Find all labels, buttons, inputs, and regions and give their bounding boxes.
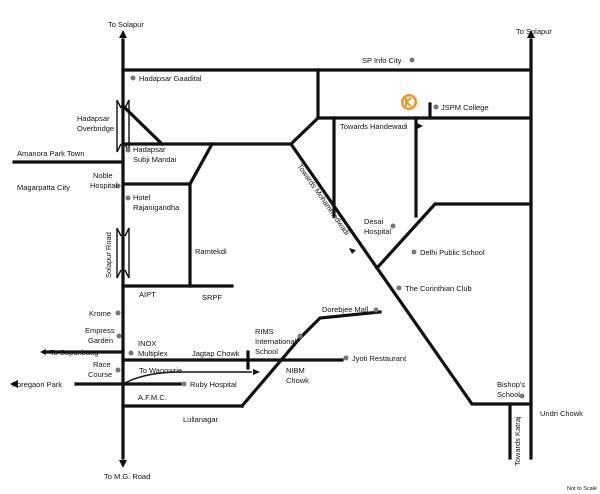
- rims-dot-icon: [297, 333, 303, 339]
- label-towards-katraj: Towards Katraj: [513, 416, 522, 466]
- dorebjee-mall-dot-icon: [373, 307, 379, 313]
- subji-mandai-dot-icon: [125, 147, 131, 153]
- label-ruby-hospital: Ruby Hospital: [190, 380, 237, 389]
- label-to-mg-road: To M.G. Road: [104, 472, 150, 481]
- arrow-right-wanowrie-icon: [253, 369, 260, 375]
- label-the-corinthian-club: The Corinthian Club: [405, 284, 472, 293]
- sp-info-city-dot-icon: [409, 57, 415, 63]
- label-ramtekdi: Ramtekdi: [195, 247, 227, 256]
- label-hadapsar-gaadital: Hadapsar Gaadital: [139, 74, 202, 83]
- label-hotel-rajanigandha-2: Rajanigandha: [133, 203, 180, 212]
- label-noble-hospital-1: Noble: [93, 171, 113, 180]
- ruby-hospital-dot-icon: [181, 381, 187, 387]
- nibm-diagonal: [239, 310, 382, 409]
- label-to-solapur-right: To Solapur: [516, 27, 552, 36]
- label-srpf: SRPF: [202, 293, 222, 302]
- jyoti-restaurant-dot-icon: [343, 355, 349, 361]
- label-amanora-park-town: Amanora Park Town: [17, 149, 84, 158]
- noble-hospital-dot-icon: [115, 183, 121, 189]
- label-nibm-chowk-1: NIBM: [286, 366, 305, 375]
- empress-garden-dot-icon: [116, 333, 122, 339]
- label-dorebjee-mall: Dorebjee Mall: [322, 305, 369, 314]
- label-towards-handewadi: Towards Handewadi: [340, 122, 408, 131]
- label-hadapsar-overbridge-1: Hadapsar: [77, 114, 110, 123]
- jspm-college-dot-icon: [433, 104, 439, 110]
- label-nibm-chowk-2: Chowk: [286, 376, 309, 385]
- race-course-dot-icon: [115, 367, 121, 373]
- label-bishops-school-1: Bishop's: [497, 380, 525, 389]
- delhi-school-road: [374, 202, 533, 271]
- bishops-school-dot-icon: [519, 393, 525, 399]
- label-to-wanowrie: To Wanowrie: [139, 366, 182, 375]
- arrows: [10, 30, 535, 468]
- label-krome: Krome: [89, 309, 111, 318]
- arrow-up-solapur-right-icon: [527, 30, 535, 38]
- wanowrie-curve: [122, 371, 181, 385]
- label-inox-2: Multiplex: [138, 349, 168, 358]
- label-to-solapur-left: To Solapur: [108, 20, 144, 29]
- label-magarpatta-city: Magarpatta City: [17, 183, 70, 192]
- label-desai-hospital-1: Desai: [364, 217, 384, 226]
- label-not-to-scale: Not to Scale: [567, 486, 597, 492]
- inox-dot-icon: [128, 350, 134, 356]
- krome-dot-icon: [115, 310, 121, 316]
- label-to-sopanbaug: To Sopanbaug: [50, 348, 98, 357]
- diagonal-road-upper: [288, 68, 320, 147]
- label-noble-hospital-2: Hospital: [90, 181, 117, 190]
- mohammedwadi-road: [288, 141, 533, 406]
- label-sp-info-city: SP Info City: [362, 56, 402, 65]
- arrow-right-handewadi-icon: [417, 123, 423, 129]
- label-jyoti-restaurant: Jyoti Restaurant: [352, 354, 407, 363]
- label-bishops-school-2: School: [497, 390, 520, 399]
- label-hadapsar-subji-2: Subji Mandai: [133, 155, 177, 164]
- corinthian-club-dot-icon: [396, 285, 402, 291]
- brackets: [116, 99, 130, 279]
- label-koregaon-park: Koregaon Park: [12, 380, 62, 389]
- label-undri-chowk: Undri Chowk: [540, 409, 583, 418]
- label-towards-mohammedwadi: Towards Mohammedwadi: [295, 162, 351, 237]
- label-jagtap-chowk: Jagtap Chowk: [192, 349, 240, 358]
- delhi-public-school-dot-icon: [411, 249, 417, 255]
- label-jspm-college: JSPM College: [441, 103, 489, 112]
- label-empress-garden-2: Garden: [88, 336, 113, 345]
- label-rims-3: School: [255, 347, 278, 356]
- arrow-down-mg-road-icon: [119, 460, 127, 468]
- label-rims-2: International: [255, 337, 297, 346]
- label-delhi-public-school: Delhi Public School: [420, 248, 485, 257]
- arrow-left-koregaon-icon: [10, 380, 18, 388]
- overbridge-bracket: [116, 99, 130, 153]
- label-hadapsar-overbridge-2: Overbridge: [77, 124, 114, 133]
- label-rims-1: RIMS: [255, 327, 274, 336]
- label-lullanagar: Lullanagar: [183, 415, 219, 424]
- label-empress-garden-1: Empress: [85, 326, 115, 335]
- jspm-logo-icon: [401, 94, 417, 110]
- hadapsar-gaadital-dot-icon: [130, 75, 136, 81]
- label-race-course-1: Race: [93, 360, 111, 369]
- label-race-course-2: Course: [88, 370, 112, 379]
- label-inox-1: INOX: [138, 339, 156, 348]
- desai-hospital-dot-icon: [390, 223, 396, 229]
- arrow-left-sopanbaug-icon: [40, 349, 46, 355]
- label-aipt: AIPT: [139, 290, 156, 299]
- arrow-mohammedwadi-icon: [349, 248, 356, 254]
- label-afmc: A.F.M.C.: [138, 393, 167, 402]
- label-hadapsar-subji-1: Hadapsar: [133, 145, 166, 154]
- label-desai-hospital-2: Hospital: [364, 227, 391, 236]
- solapur-road-bracket: [116, 227, 130, 279]
- hotel-rajanigandha-dot-icon: [125, 195, 131, 201]
- landmark-dots: [115, 57, 525, 399]
- arrow-up-solapur-left-icon: [119, 30, 127, 38]
- label-solapur-road: Solapur Road: [104, 232, 113, 278]
- label-hotel-rajanigandha-1: Hotel: [133, 193, 151, 202]
